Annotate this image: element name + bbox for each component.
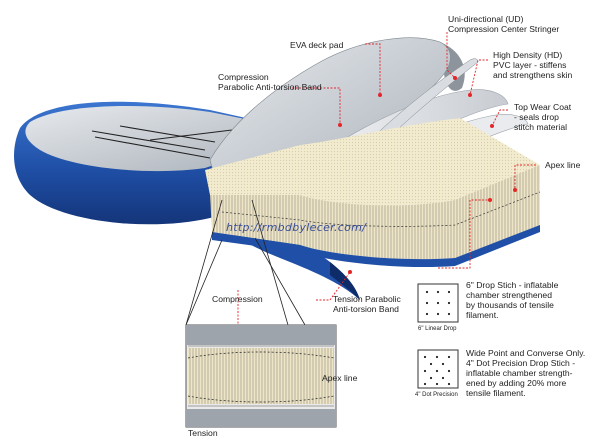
label-line: EVA deck pad	[290, 40, 344, 50]
label-line: and strengthens skin	[493, 70, 573, 80]
bungee-cords	[91, 125, 233, 159]
inset-label-tension: Tension	[188, 428, 218, 438]
inset-label-apex-line: Apex line	[322, 373, 358, 383]
label-eva-deck-pad: EVA deck pad	[290, 40, 343, 50]
label-line: PVC layer - stiffens	[493, 60, 567, 70]
linear-drop-swatch	[417, 283, 459, 323]
label-line: ened by adding 20% more	[466, 378, 567, 388]
dot-precision-swatch	[417, 349, 459, 389]
label-line: Tension Parabolic	[333, 294, 401, 304]
label-line: filament.	[466, 310, 499, 320]
label-line: Compression	[218, 72, 269, 82]
label-top-wear-coat: Top Wear Coat - seals drop stitch materi…	[514, 102, 571, 132]
legend-dot-description: Wide Point and Converse Only. 4" Dot Pre…	[466, 348, 585, 398]
label-line: Compression Center Stringer	[448, 24, 560, 34]
label-line: Uni-directional (UD)	[448, 14, 524, 24]
label-line: Apex line	[545, 160, 581, 170]
legend-linear-caption: 6" Linear Drop	[418, 326, 457, 332]
label-tension-band: Tension Parabolic Anti-torsion Band	[333, 294, 401, 314]
label-apex-line-main: Apex line	[545, 160, 580, 170]
label-hd-pvc: High Density (HD) PVC layer - stiffens a…	[493, 50, 572, 80]
label-line: tensile filament.	[466, 388, 526, 398]
label-line: chamber strengthened	[466, 290, 552, 300]
label-line: 4" Dot Precision Drop Stich -	[466, 358, 576, 368]
label-line: inflatable chamber strength-	[466, 368, 573, 378]
label-ud-stringer: Uni-directional (UD) Compression Center …	[448, 14, 559, 34]
label-line: Wide Point and Converse Only.	[466, 348, 586, 358]
label-compression-band: Compression Parabolic Anti-torsion Band	[218, 72, 322, 92]
label-line: stitch material	[514, 122, 568, 132]
label-line: Parabolic Anti-torsion Band	[218, 82, 322, 92]
apex-line-dashed	[221, 191, 541, 227]
drop-stitch-top	[205, 118, 540, 206]
watermark-url: http://rmbdbylecer.com/	[226, 221, 367, 234]
label-line: Anti-torsion Band	[333, 304, 399, 314]
label-line: by thousands of tensile	[466, 300, 554, 310]
label-line: High Density (HD)	[493, 50, 563, 60]
legend-dot-caption: 4" Dot Precision	[415, 392, 458, 398]
legend-linear-description: 6" Drop Stich - inflatable chamber stren…	[466, 280, 558, 320]
label-line: - seals drop	[514, 112, 559, 122]
label-line: 6" Drop Stich - inflatable	[466, 280, 559, 290]
inset-label-compression: Compression	[212, 294, 263, 304]
label-line: Top Wear Coat	[514, 102, 572, 112]
